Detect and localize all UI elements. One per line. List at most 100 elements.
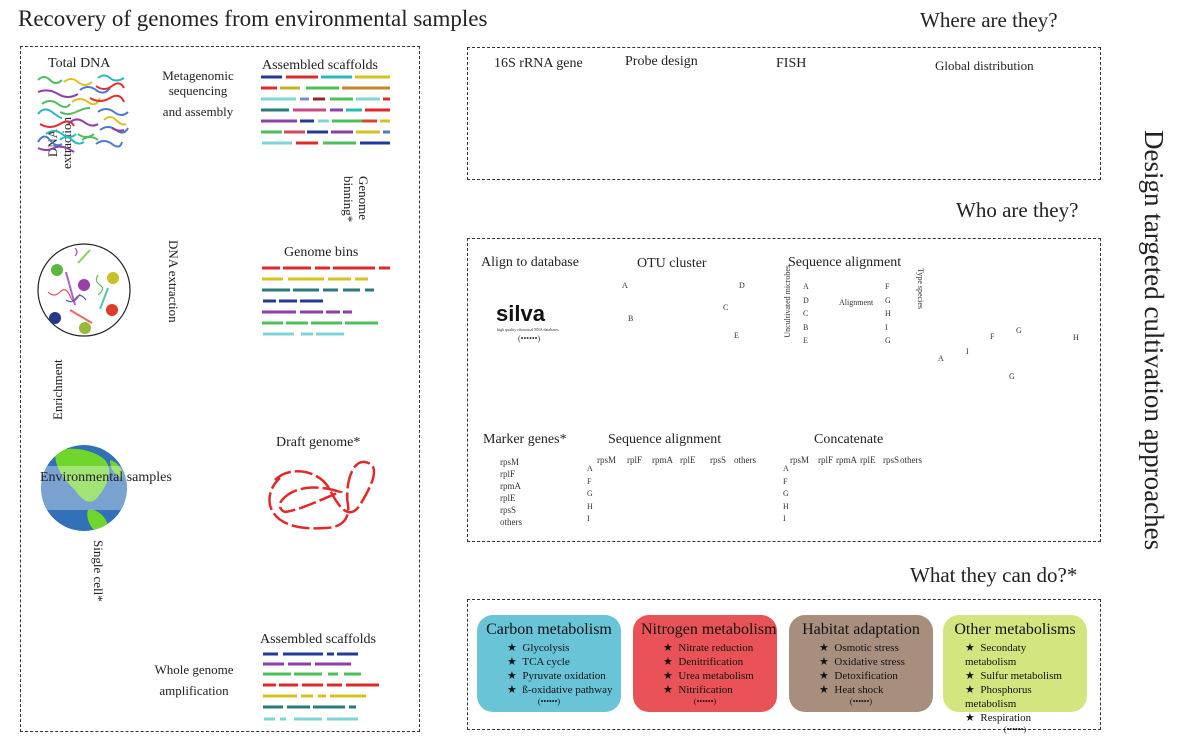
- alignment-label: Alignment: [839, 298, 874, 307]
- ncbi-logo-text: NCBI: [528, 278, 576, 300]
- genome-binning-line1: Genome: [356, 176, 371, 221]
- left-panel-title: Recovery of genomes from environmental s…: [18, 6, 488, 31]
- seq-label: E: [803, 336, 808, 345]
- environmental-samples-label: Environmental samples: [40, 470, 172, 485]
- rrna-label: 16S rRNA gene: [494, 56, 583, 71]
- otu-label-d: D: [739, 281, 745, 290]
- genome-bins-lines: [262, 266, 390, 336]
- card-habitat-adaptation: Habitat adaptation Osmotic stress Oxidat…: [789, 615, 933, 712]
- concat-header-rple: rplE: [860, 455, 876, 465]
- card-title: Other metabolisms: [954, 621, 1076, 638]
- card-item: Secondaty metabolism: [965, 641, 1079, 669]
- row-label: I: [587, 514, 590, 523]
- genome-binning-line2: binning*: [341, 176, 356, 223]
- row-label: A: [587, 464, 593, 473]
- tree-label-g1: G: [1016, 326, 1022, 335]
- marker-gene: rplE: [500, 493, 516, 503]
- card-item: Pyruvate oxidation: [507, 669, 613, 683]
- probe-design-label: Probe design: [625, 54, 698, 69]
- card-item: Denitrification: [663, 655, 769, 669]
- card-items: Glycolysis TCA cycle Pyruvate oxidation …: [485, 641, 613, 697]
- gene-header-rpss: rpsS: [710, 455, 727, 465]
- otu-label-b: B: [628, 314, 634, 323]
- metagenomic-line3: and assembly: [162, 104, 234, 119]
- tree-label-i: I: [966, 347, 969, 356]
- row-labels-2: A F G H I: [783, 463, 789, 526]
- card-item: Respiration: [965, 711, 1079, 725]
- seq-align-label: Sequence alignment: [788, 255, 902, 270]
- gene-header-others: others: [734, 455, 756, 465]
- card-more: (••••••): [849, 697, 873, 706]
- row-label: H: [587, 501, 593, 511]
- row-label: G: [587, 489, 593, 498]
- gene-header-rpsm: rpsM: [597, 455, 617, 465]
- concat-header-others: others: [900, 455, 922, 465]
- card-more: (••••••): [693, 697, 717, 706]
- card-carbon-metabolism: Carbon metabolism Glycolysis TCA cycle P…: [477, 615, 621, 712]
- uncultivated-label: Uncultivated microbes: [783, 265, 792, 338]
- tree-label-f: F: [990, 332, 995, 341]
- card-title: Carbon metabolism: [486, 621, 612, 638]
- dna-extraction-long-label: DNA extraction: [166, 240, 181, 323]
- otu-label-c: C: [723, 303, 729, 312]
- left-seq-labels: A D C B E: [803, 280, 809, 348]
- marker-list: rpsM rplF rpmA rplE rpsS others: [500, 456, 522, 528]
- draft-genome-label: Draft genome*: [276, 435, 361, 450]
- card-item: Heat shock: [819, 683, 925, 697]
- concat-header-rpsm: rpsM: [790, 455, 810, 465]
- otu-label-e: E: [734, 331, 739, 340]
- db-more-label: (••••••): [518, 334, 541, 343]
- seq-label: I: [885, 322, 888, 332]
- card-item: Phosphorus metabolism: [965, 683, 1079, 711]
- row-label: I: [783, 514, 786, 523]
- who-heading: Who are they?: [956, 198, 1079, 222]
- silva-tagline: high quality ribosomal RNA databases: [497, 327, 559, 332]
- card-other-metabolisms: Other metabolisms Secondaty metabolism S…: [943, 615, 1087, 734]
- whole-genome-line1: Whole genome: [154, 662, 234, 677]
- card-more: (••••••): [1003, 725, 1027, 734]
- whole-genome-label: Whole genome amplification: [142, 662, 246, 698]
- card-title: Habitat adaptation: [802, 621, 920, 638]
- align-db-label: Align to database: [481, 255, 579, 270]
- assembled-scaffolds-top-label: Assembled scaffolds: [262, 58, 378, 73]
- card-items: Nitrate reduction Denitrification Urea m…: [641, 641, 769, 697]
- silva-logo-text: silva: [496, 301, 545, 326]
- metagenomic-line2: sequencing: [168, 83, 228, 98]
- assembled-scaffolds-bottom-lines: [263, 652, 379, 721]
- assembled-scaffolds-top-lines: [261, 75, 390, 145]
- seq-label: H: [885, 309, 891, 318]
- row-labels-1: A F G H I: [587, 463, 593, 526]
- marker-genes-label: Marker genes*: [483, 432, 567, 447]
- metagenomic-label: Metagenomic sequencing and assembly: [150, 68, 246, 119]
- seq-label: B: [803, 322, 809, 332]
- seq-label: G: [885, 295, 891, 305]
- marker-gene: rpsS: [500, 505, 517, 515]
- concat-header-rpma: rpmA: [836, 455, 857, 465]
- card-item: Sulfur metabolism: [965, 669, 1079, 683]
- marker-gene: rpmA: [500, 481, 521, 491]
- gene-header-rplf: rplF: [627, 455, 643, 465]
- gene-header-rpma: rpmA: [652, 455, 673, 465]
- draft-genome-loops: [268, 460, 376, 530]
- card-item: Osmotic stress: [819, 641, 925, 655]
- genome-binning-label: Genome binning*: [341, 176, 371, 222]
- card-items: Secondaty metabolism Sulfur metabolism P…: [951, 641, 1079, 725]
- otu-cluster-label: OTU cluster: [637, 256, 707, 271]
- card-more: (••••••): [537, 697, 561, 706]
- seq-label: D: [803, 295, 809, 305]
- seq-label: F: [885, 282, 890, 291]
- total-dna-label: Total DNA: [48, 56, 111, 71]
- seq-label: A: [803, 282, 809, 291]
- concatenate-label: Concatenate: [814, 432, 884, 447]
- tree-label-g2: G: [1009, 372, 1015, 381]
- genome-bins-label: Genome bins: [284, 245, 359, 260]
- card-item: Nitrate reduction: [663, 641, 769, 655]
- seq-label: C: [803, 309, 809, 318]
- otu-label-a: A: [622, 281, 628, 290]
- card-item: TCA cycle: [507, 655, 613, 669]
- card-item: Detoxification: [819, 669, 925, 683]
- marker-gene: others: [500, 517, 522, 527]
- card-item: ß-oxidative pathway: [507, 683, 613, 697]
- tree-label-a: A: [938, 354, 944, 363]
